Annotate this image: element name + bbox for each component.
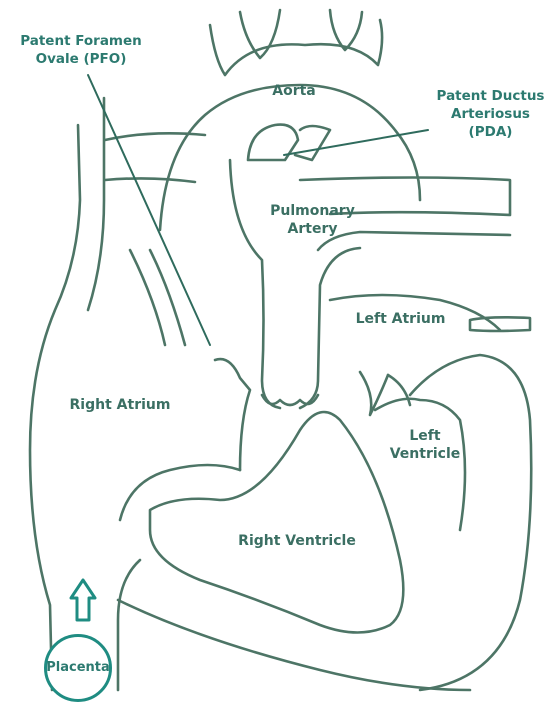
placenta-flow-arrow	[71, 580, 95, 620]
mitral-valve-outline	[360, 372, 388, 415]
brachiocephalic-branch-outline	[240, 10, 280, 58]
right-vessel-outline-3	[150, 250, 185, 345]
pda-label: Patent Ductus Arteriosus (PDA)	[428, 87, 553, 141]
right-pulmonary-vessel-outline-2	[105, 178, 195, 182]
aorta-label: Aorta	[264, 82, 324, 100]
inferior-vena-cava-outline	[120, 465, 240, 520]
placenta-label: Placenta	[44, 659, 112, 677]
right-pulmonary-vessel-outline	[105, 133, 205, 140]
aortic-arch-outline	[210, 20, 382, 75]
right-vessel-outline-4	[130, 250, 165, 345]
superior-vena-cava-inner-outline	[88, 98, 104, 310]
left-ventricle-label: Left Ventricle	[385, 427, 465, 463]
right-ventricle-label: Right Ventricle	[232, 532, 362, 550]
pulmonary-artery-label: Pulmonary Artery	[265, 202, 360, 238]
right-atrium-label: Right Atrium	[60, 396, 180, 414]
left-ventricle-outline	[410, 355, 531, 690]
atrial-septum-outline	[215, 359, 250, 470]
left-ventricle-inner-outline	[375, 399, 465, 530]
pulmonary-artery-outline	[300, 248, 360, 408]
left-atrium-label: Left Atrium	[348, 310, 453, 328]
pfo-label: Patent Foramen Ovale (PFO)	[16, 32, 146, 68]
ductus-outline-right	[295, 126, 330, 160]
pda-pointer-line	[284, 130, 428, 155]
pfo-pointer-line	[88, 75, 210, 345]
right-heart-lower-outline	[118, 560, 140, 690]
right-ventricle-outline	[150, 412, 403, 633]
